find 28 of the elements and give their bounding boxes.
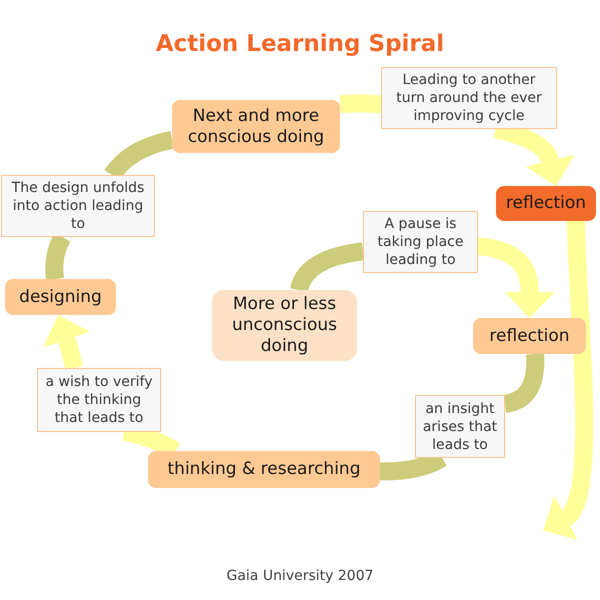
diagram-title: Action Learning Spiral (156, 30, 444, 59)
highlighted-step-box (496, 186, 596, 221)
curved-connector (503, 354, 544, 413)
curved-connector (340, 94, 382, 114)
step-label: thinking & researching (168, 459, 360, 480)
step-label: designing (19, 286, 102, 308)
note-text: a wish to verify the thinking that leads to (44, 373, 154, 427)
curved-connector (290, 242, 364, 292)
step-label: reflection (506, 193, 586, 214)
note-box (363, 211, 478, 273)
step-box (148, 451, 380, 488)
note-text: A pause is taking place leading to (376, 215, 464, 269)
note-box (381, 67, 557, 129)
note-text: Leading to another turn around the ever improving cycle (395, 71, 543, 125)
note-box (1, 175, 155, 237)
step-box (172, 100, 340, 153)
step-label: Next and more conscious doing (186, 106, 326, 148)
note-text: an insight arises that leads to (422, 400, 498, 454)
start-step-box (212, 290, 357, 361)
step-box (5, 279, 116, 315)
note-text: The design unfolds into action leading to (10, 179, 146, 233)
step-label: More or less unconscious doing (230, 294, 338, 357)
note-box (415, 395, 505, 458)
caption-text: Gaia University 2007 (226, 567, 374, 585)
curved-arrow (42, 315, 90, 370)
step-label: reflection (489, 326, 570, 346)
note-box (37, 368, 161, 432)
curved-arrow (477, 237, 555, 318)
